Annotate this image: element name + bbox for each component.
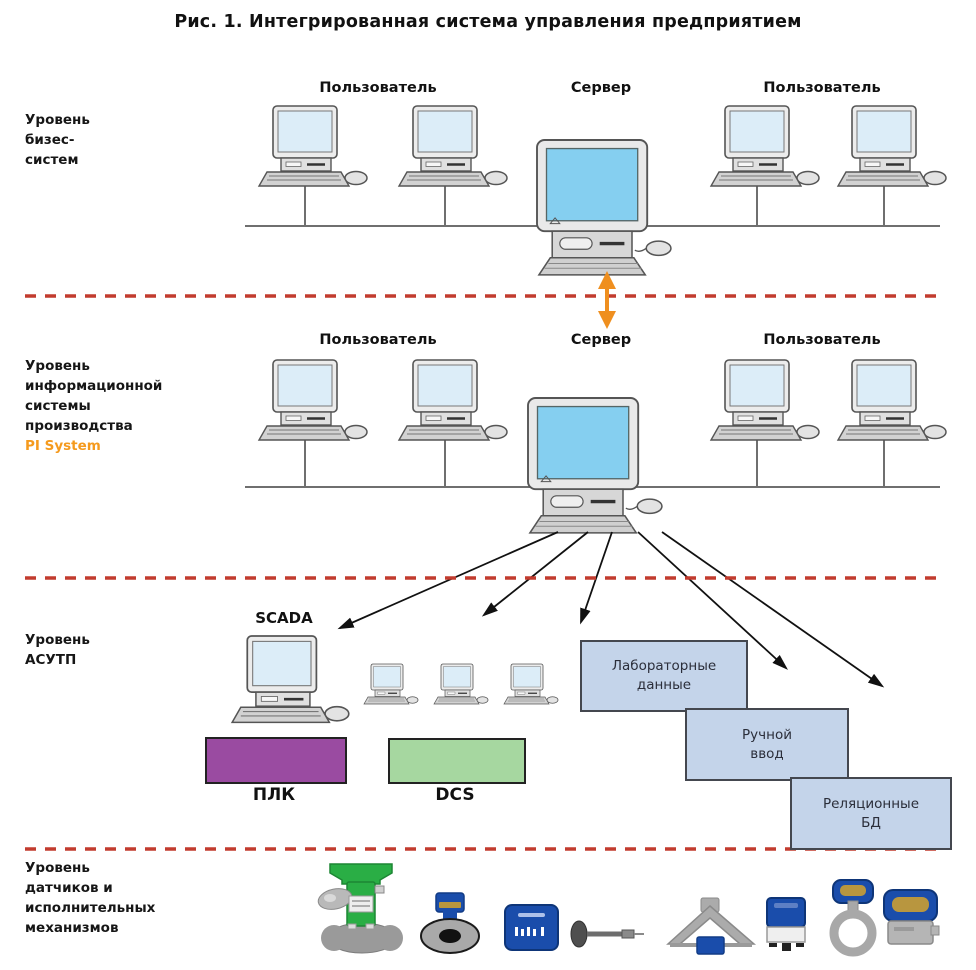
user-label-left-row2: Пользователь (319, 332, 437, 348)
small-computer-icon (433, 663, 489, 705)
scada-computer-icon (230, 634, 351, 724)
pi-system-label: PI System (25, 438, 101, 454)
level-label-business: Уровень бизес- систем (25, 112, 90, 168)
small-computer-icon (503, 663, 559, 705)
level-transmitter-icon (766, 897, 806, 951)
server-label-row1: Сервер (570, 80, 632, 96)
dcs-box (388, 738, 526, 784)
user-label-left-row1: Пользователь (319, 80, 437, 96)
desktop-computer-icon (836, 358, 948, 442)
desktop-computer-icon (836, 104, 948, 188)
orange-sync-arrow-icon (598, 271, 616, 329)
server-label-row2: Сервер (570, 332, 632, 348)
level-label-asutp: Уровень АСУТП (25, 632, 90, 668)
black-data-arrow-icon (337, 531, 885, 688)
manual-input-box: Ручной ввод (685, 708, 849, 781)
server-computer-icon (535, 138, 673, 277)
ring-flowmeter-icon (829, 879, 877, 957)
desktop-computer-icon (397, 104, 509, 188)
control-valve-icon (317, 863, 403, 954)
temperature-probe-icon (570, 920, 644, 948)
desktop-computer-icon (397, 358, 509, 442)
scada-label: SCADA (255, 609, 313, 627)
level-label-mes: Уровень информационной системы производс… (25, 356, 225, 456)
level-label-sensors: Уровень датчиков и исполнительных механи… (25, 860, 156, 936)
small-computer-icon (363, 663, 419, 705)
user-label-right-row1: Пользователь (763, 80, 881, 96)
pressure-transmitter-icon (420, 892, 480, 954)
dcs-label: DCS (435, 785, 475, 805)
desktop-computer-icon (257, 358, 369, 442)
plc-label: ПЛК (252, 785, 296, 805)
plc-box (205, 737, 347, 784)
lab-data-box: Лабораторные данные (580, 640, 748, 712)
field-indicator-icon (504, 904, 559, 951)
server-computer-icon (526, 396, 664, 535)
user-label-right-row2: Пользователь (763, 332, 881, 348)
relational-db-box: Реляционные БД (790, 777, 952, 850)
desktop-computer-icon (709, 104, 821, 188)
figure-title: Рис. 1. Интегрированная система управлен… (174, 12, 802, 32)
clamp-flow-sensor-icon (666, 897, 757, 955)
desktop-computer-icon (257, 104, 369, 188)
gauge-transmitter-icon (883, 889, 940, 945)
desktop-computer-icon (709, 358, 821, 442)
